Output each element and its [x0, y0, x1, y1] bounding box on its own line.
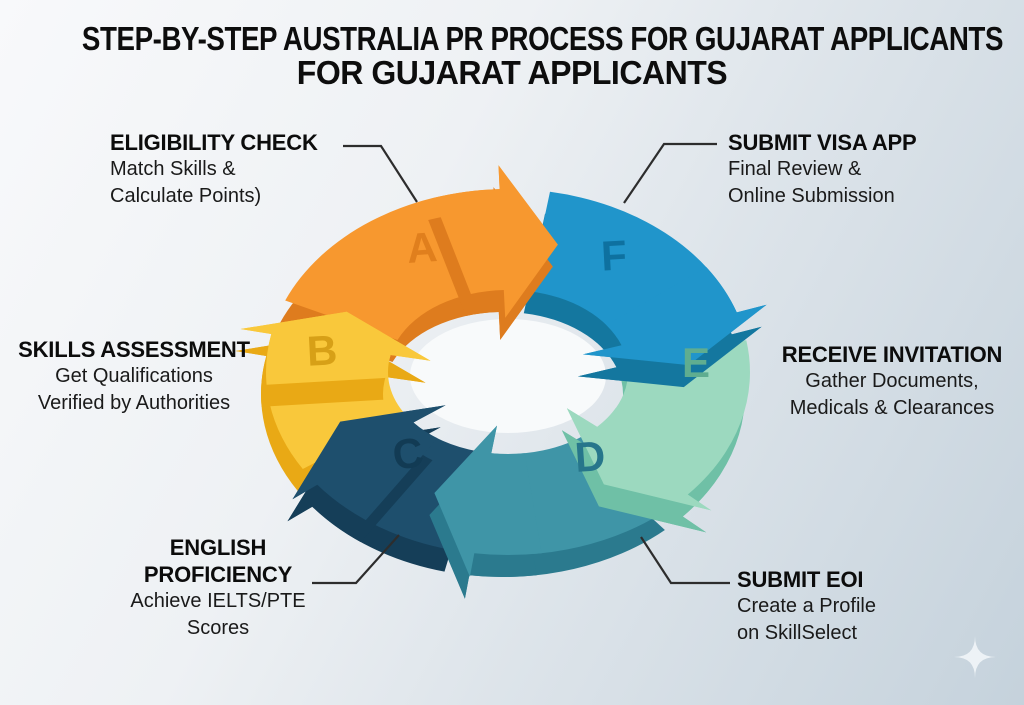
label-invitation-heading: RECEIVE INVITATION	[781, 342, 1003, 367]
connector-line-eligibility	[343, 144, 418, 203]
label-eligibility-sub-1: Match Skills &	[110, 158, 236, 180]
connector-line-english	[312, 534, 400, 585]
label-visa: SUBMIT VISA APP Final Review & Online Su…	[728, 129, 917, 210]
arrow-segment-e-head	[566, 407, 726, 511]
label-english-heading-2: PROFICIENCY	[143, 562, 293, 587]
label-english-sub-1: Achieve IELTS/PTE	[130, 590, 306, 612]
label-invitation-sub-2: Medicals & Clearances	[789, 397, 995, 419]
label-english-heading-1: ENGLISH	[169, 535, 267, 560]
title-line-2: FOR GUJARAT APPLICANTS	[296, 54, 728, 91]
arrow-segment-f-head	[582, 267, 767, 366]
page-title: STEP-BY-STEP AUSTRALIA PR PROCESS FOR GU…	[0, 22, 1024, 90]
arrow-segment-d-head	[434, 425, 542, 577]
label-eoi-heading: SUBMIT EOI	[737, 567, 864, 592]
label-skills-sub-1: Get Qualifications	[55, 365, 213, 387]
label-skills-sub-2: Verified by Authorities	[37, 392, 231, 414]
sparkle-icon	[954, 636, 996, 678]
label-visa-sub-2: Online Submission	[728, 185, 895, 207]
ring-center-hole	[410, 319, 606, 433]
label-eligibility-sub-2: Calculate Points)	[110, 185, 262, 207]
label-eoi-sub-2: on SkillSelect	[737, 622, 858, 644]
label-english-sub-2: Scores	[186, 617, 250, 639]
label-eligibility-heading: ELIGIBILITY CHECK	[110, 130, 318, 155]
arrow-segment-b-head	[240, 311, 431, 385]
label-eligibility: ELIGIBILITY CHECK Match Skills & Calcula…	[110, 129, 318, 210]
label-skills: SKILLS ASSESSMENT Get Qualifications Ver…	[8, 336, 260, 417]
label-visa-sub-1: Final Review &	[728, 158, 862, 180]
label-visa-heading: SUBMIT VISA APP	[728, 130, 917, 155]
label-eoi: SUBMIT EOI Create a Profile on SkillSele…	[737, 566, 876, 647]
label-invitation: RECEIVE INVITATION Gather Documents, Med…	[768, 341, 1016, 422]
arrow-segment-c-head	[292, 405, 446, 521]
connector-line-visa	[623, 142, 717, 204]
label-english: ENGLISH PROFICIENCY Achieve IELTS/PTE Sc…	[103, 534, 333, 642]
connector-line-eoi	[640, 536, 730, 585]
label-skills-heading: SKILLS ASSESSMENT	[18, 337, 250, 362]
label-eoi-sub-1: Create a Profile	[737, 595, 876, 617]
label-invitation-sub-1: Gather Documents,	[805, 370, 979, 392]
title-line-1: STEP-BY-STEP AUSTRALIA PR PROCESS FOR GU…	[81, 20, 1004, 57]
arrow-segment-a-head	[433, 165, 558, 318]
